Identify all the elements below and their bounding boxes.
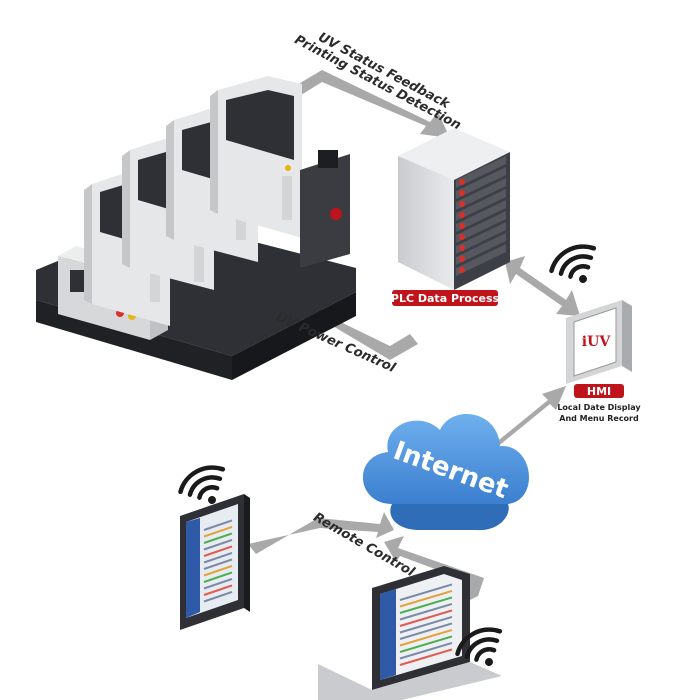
hmi-badge: HMI xyxy=(574,384,624,398)
rack-indicator xyxy=(459,245,465,251)
screen-line xyxy=(203,519,233,531)
screen-line xyxy=(399,596,453,614)
hmi-desc-line2: And Menu Record xyxy=(559,414,639,423)
screen-line xyxy=(203,565,233,577)
rack-slot xyxy=(456,200,506,232)
wifi-icon xyxy=(178,465,226,504)
screen-line xyxy=(399,641,453,660)
rack-indicator xyxy=(459,256,465,262)
tablet-device xyxy=(180,494,250,630)
rack-slot xyxy=(456,211,506,243)
wifi-icon xyxy=(455,627,503,666)
hmi-desc-line1: Local Date Display xyxy=(557,403,641,412)
laptop-screen-content xyxy=(399,583,453,666)
rack-slot xyxy=(456,167,506,199)
screen-line xyxy=(203,532,233,544)
rack-slot xyxy=(456,244,506,276)
rack-slot xyxy=(456,222,506,254)
printing-machine xyxy=(36,76,356,380)
screen-line xyxy=(399,622,453,640)
hmi-device: iUV xyxy=(566,300,632,384)
rack-indicator xyxy=(459,212,465,218)
screen-line xyxy=(203,578,233,590)
rack-indicator xyxy=(459,179,465,185)
rack-slots xyxy=(456,156,506,276)
printing-unit-4 xyxy=(210,76,302,238)
screen-line xyxy=(203,558,233,570)
hmi-logo: iUV xyxy=(582,334,612,350)
rack-indicator xyxy=(459,267,465,273)
plc-label: PLC Data Process xyxy=(391,292,500,305)
screen-line xyxy=(399,628,453,647)
tablet-screen-content xyxy=(203,519,233,603)
rack-indicator xyxy=(459,201,465,207)
screen-line xyxy=(399,609,453,627)
screen-line xyxy=(203,571,233,583)
arrow-plc-hmi xyxy=(505,256,580,316)
internet-cloud: Internet xyxy=(362,414,530,531)
screen-line xyxy=(203,526,233,538)
plc-badge: PLC Data Process xyxy=(391,290,500,306)
arrow-internet-hmi xyxy=(490,386,566,448)
screen-line xyxy=(399,635,453,653)
screen-line xyxy=(399,648,453,666)
rack-indicator xyxy=(459,234,465,240)
screen-line xyxy=(203,584,233,596)
arrow-uv-status-feedback xyxy=(258,70,450,138)
screen-line xyxy=(203,545,233,557)
rack-indicator xyxy=(459,190,465,196)
arrow-laptop-internet xyxy=(384,536,484,602)
screen-line xyxy=(399,602,453,621)
wifi-icon xyxy=(549,244,597,283)
screen-line xyxy=(203,591,233,603)
screen-line xyxy=(399,583,453,601)
hmi-label: HMI xyxy=(587,385,611,398)
screen-line xyxy=(203,552,233,564)
screen-line xyxy=(399,615,453,634)
arrow-uv-power-control xyxy=(296,300,418,360)
rack-indicator xyxy=(459,223,465,229)
screen-line xyxy=(203,539,233,551)
rack-slot xyxy=(456,178,506,210)
arrow-tablet-internet xyxy=(248,512,394,554)
screen-line xyxy=(399,589,453,608)
rack-slot xyxy=(456,156,506,188)
rack-slot xyxy=(456,189,506,221)
rack-slot xyxy=(456,233,506,265)
